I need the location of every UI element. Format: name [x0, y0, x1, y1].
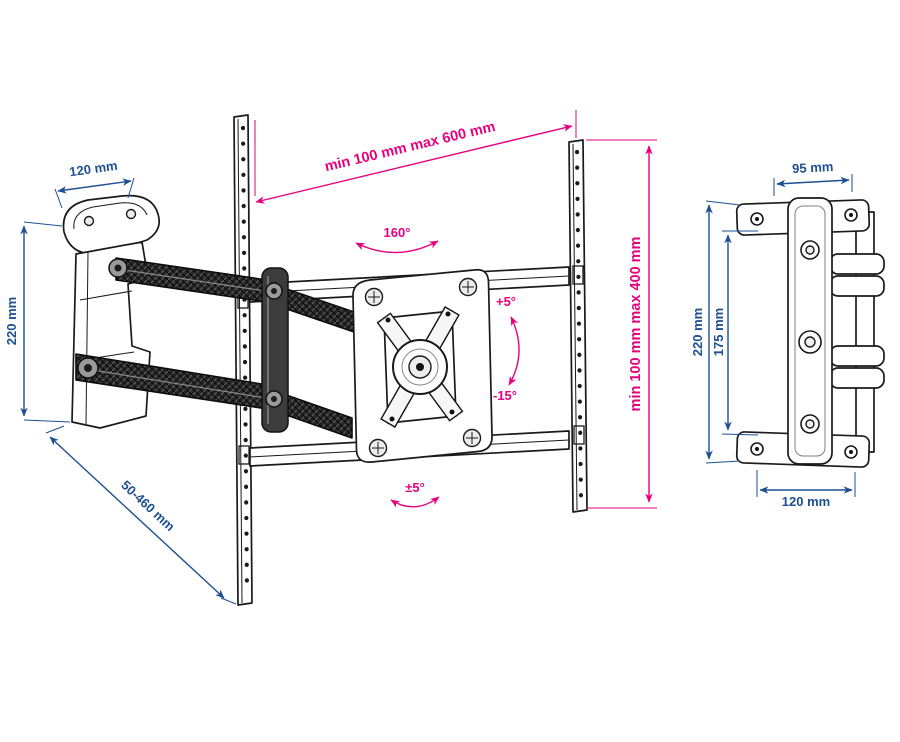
- dim-base-width-label: 120 mm: [782, 494, 830, 509]
- dim-side-height-outer: 220 mm: [690, 200, 741, 464]
- wall-plate: [62, 194, 161, 429]
- dim-side-height-inner-label: 175 mm: [711, 308, 726, 356]
- angle-tilt: +5° -15°: [493, 294, 520, 403]
- dim-depth-label: 95 mm: [792, 159, 834, 176]
- leader-arc: [508, 316, 520, 386]
- extension-line: [23, 221, 71, 423]
- leader-arc: [355, 240, 439, 254]
- dim-extension: 50-460 mm: [45, 425, 237, 605]
- dimension-line: [255, 124, 573, 204]
- dim-side-height-outer-label: 220 mm: [690, 308, 705, 356]
- angle-level-label: ±5°: [405, 480, 425, 495]
- dimension-line: [57, 178, 132, 194]
- dimension-line: [49, 436, 225, 599]
- angle-level: ±5°: [390, 480, 440, 508]
- leader-arc: [390, 496, 440, 508]
- vesa-plate: [352, 268, 493, 463]
- extension-line: [45, 425, 237, 605]
- angle-tilt-up-label: +5°: [496, 294, 516, 309]
- extension-line: [773, 174, 853, 196]
- dim-base-width: 120 mm: [756, 470, 856, 509]
- dim-plate-height-label: 220 mm: [4, 297, 19, 345]
- dim-plate-width-label: 120 mm: [68, 158, 118, 180]
- dim-rail-span: min 100 mm max 600 mm: [254, 110, 577, 204]
- extension-line: [254, 110, 577, 196]
- corner-screws: [364, 277, 482, 458]
- dim-rail-height-label: min 100 mm max 400 mm: [628, 237, 644, 412]
- dim-side-height-inner: 175 mm: [711, 230, 759, 436]
- right-tv-rail: [568, 139, 588, 513]
- angle-swivel: 160°: [355, 225, 439, 254]
- extension-line: [756, 470, 856, 497]
- extension-line: [705, 200, 741, 464]
- dim-depth: 95 mm: [773, 159, 853, 196]
- front-view: [62, 114, 588, 606]
- dim-rail-height: min 100 mm max 400 mm: [586, 139, 657, 509]
- side-arm-stubs: [829, 253, 885, 389]
- tv-rail-edge: [855, 211, 875, 453]
- arm-pivots: [77, 258, 283, 408]
- dim-plate-height: 220 mm: [4, 221, 71, 423]
- extension-line: [721, 230, 759, 436]
- extension-line: [586, 139, 657, 509]
- side-view: [735, 197, 885, 468]
- left-tv-rail: [233, 114, 253, 606]
- dim-extension-label: 50-460 mm: [118, 477, 178, 534]
- angle-tilt-down-label: -15°: [493, 388, 517, 403]
- side-spine: [787, 197, 833, 465]
- dim-plate-width: 120 mm: [54, 158, 135, 209]
- dim-rail-span-label: min 100 mm max 600 mm: [323, 119, 497, 175]
- angle-swivel-label: 160°: [384, 225, 411, 240]
- dimension-line: [776, 176, 850, 188]
